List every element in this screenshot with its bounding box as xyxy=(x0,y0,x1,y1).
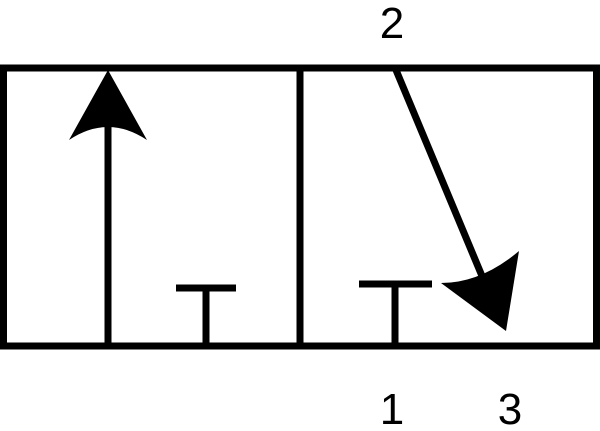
port-label-bottom-left: 1 xyxy=(380,385,404,431)
arrow-down-right-icon xyxy=(392,68,519,331)
arrow-up-icon xyxy=(69,70,147,346)
blocked-port-right-icon xyxy=(359,280,432,346)
blocked-port-left-icon xyxy=(176,284,236,346)
right-position xyxy=(359,68,519,346)
left-position xyxy=(69,70,236,346)
port-label-top: 2 xyxy=(380,0,404,48)
port-label-bottom-right: 3 xyxy=(498,385,522,431)
